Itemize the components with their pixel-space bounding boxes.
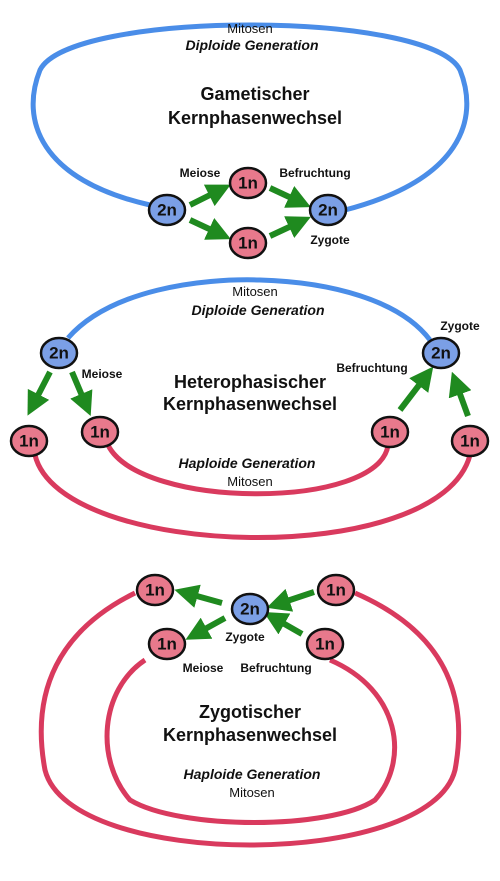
gametic-meiosis-arrow-down bbox=[188, 217, 231, 240]
svg-text:1n: 1n bbox=[380, 423, 400, 442]
zygotic-haploid-node-bottom-right: 1n bbox=[305, 627, 345, 661]
zygotic-fertilization-arrow-up bbox=[266, 588, 315, 612]
svg-text:2n: 2n bbox=[431, 344, 451, 363]
heterophasic-haploid-generation-label: Haploide Generation bbox=[179, 455, 316, 471]
svg-text:1n: 1n bbox=[145, 581, 165, 600]
svg-text:2n: 2n bbox=[318, 201, 338, 220]
svg-text:1n: 1n bbox=[460, 432, 480, 451]
heterophasic-title-line2: Kernphasenwechsel bbox=[163, 394, 337, 414]
heterophasic-outer-haploid-loop bbox=[32, 454, 473, 541]
gametic-haploid-node-top: 1n bbox=[228, 166, 268, 200]
gametic-title-line1: Gametischer bbox=[200, 84, 309, 104]
gametic-zygote-node: 2n bbox=[308, 193, 348, 227]
heterophasic-meiosis-arrow-right bbox=[69, 370, 93, 417]
heterophasic-haploid-node-outer-right: 1n bbox=[450, 424, 490, 458]
gametic-zygote-label: Zygote bbox=[310, 233, 350, 247]
zygotic-fertilization-label: Befruchtung bbox=[240, 661, 311, 675]
gametic-haploid-node-bottom: 1n bbox=[228, 226, 268, 260]
zygotic-meiosis-arrow-up bbox=[174, 584, 223, 608]
zygotic-title-line1: Zygotischer bbox=[199, 702, 301, 722]
heterophasic-haploid-node-inner-right: 1n bbox=[370, 415, 410, 449]
gametic-diploid-loop bbox=[30, 22, 470, 213]
zygotic-meiosis-label: Meiose bbox=[183, 661, 224, 675]
svg-text:1n: 1n bbox=[326, 581, 346, 600]
zygotic-inner-haploid-loop bbox=[104, 657, 397, 825]
svg-text:1n: 1n bbox=[315, 635, 335, 654]
zygotic-meiosis-arrow-down bbox=[185, 615, 227, 640]
heterophasic-haploid-mitosis-label: Mitosen bbox=[227, 474, 273, 489]
svg-text:1n: 1n bbox=[238, 234, 258, 253]
zygotic-haploid-node-top-left: 1n bbox=[135, 573, 175, 607]
heterophasic-diploid-node: 2n bbox=[39, 336, 79, 370]
heterophasic-meiosis-label: Meiose bbox=[82, 367, 123, 381]
zygotic-outer-haploid-loop bbox=[38, 590, 462, 848]
zygotic-haploid-node-bottom-left: 1n bbox=[147, 627, 187, 661]
zygotic-zygote-node: 2n bbox=[230, 592, 270, 626]
heterophasic-haploid-node-inner-left: 1n bbox=[80, 415, 120, 449]
heterophasic-diploid-generation-label: Diploide Generation bbox=[191, 302, 324, 318]
heterophasic-fertilization-arrow-left bbox=[397, 366, 434, 412]
heterophasic-fertilization-arrow-right bbox=[448, 371, 472, 418]
zygotic-fertilization-arrow-down bbox=[263, 612, 304, 637]
heterophasic-meiosis-arrow-left bbox=[27, 370, 53, 416]
zygotic-haploid-node-top-right: 1n bbox=[316, 573, 356, 607]
svg-text:1n: 1n bbox=[157, 635, 177, 654]
heterophasic-title-line1: Heterophasischer bbox=[174, 372, 326, 392]
gametic-meiosis-arrow-up bbox=[188, 184, 231, 208]
heterophasic-haploid-node-outer-left: 1n bbox=[9, 424, 49, 458]
heterophasic-diploid-mitosis-label: Mitosen bbox=[232, 284, 278, 299]
gametic-fertilization-arrow-down bbox=[268, 216, 311, 239]
heterophasic-inner-haploid-loop bbox=[105, 443, 391, 497]
gametic-title-line2: Kernphasenwechsel bbox=[168, 108, 342, 128]
heterophasic-zygote-label: Zygote bbox=[440, 319, 480, 333]
gametic-fertilization-label: Befruchtung bbox=[279, 166, 350, 180]
gametic-fertilization-arrow-up bbox=[268, 185, 311, 208]
svg-text:2n: 2n bbox=[49, 344, 69, 363]
svg-text:1n: 1n bbox=[90, 423, 110, 442]
heterophasic-fertilization-label: Befruchtung bbox=[336, 361, 407, 375]
gametic-generation-label: Diploide Generation bbox=[185, 37, 318, 53]
gametic-diploid-node: 2n bbox=[147, 193, 187, 227]
gametic-section: Mitosen Diploide Generation Gametischer … bbox=[30, 21, 470, 260]
svg-text:2n: 2n bbox=[240, 600, 260, 619]
zygotic-zygote-label: Zygote bbox=[225, 630, 265, 644]
heterophasic-diploid-loop bbox=[66, 277, 432, 342]
svg-text:2n: 2n bbox=[157, 201, 177, 220]
heterophasic-section: Mitosen Diploide Generation Zygote Meios… bbox=[9, 277, 490, 541]
gametic-meiosis-label: Meiose bbox=[180, 166, 221, 180]
svg-text:1n: 1n bbox=[238, 174, 258, 193]
zygotic-generation-label: Haploide Generation bbox=[184, 766, 321, 782]
svg-text:1n: 1n bbox=[19, 432, 39, 451]
zygotic-mitosis-label: Mitosen bbox=[229, 785, 275, 800]
gametic-mitosis-label: Mitosen bbox=[227, 21, 273, 36]
zygotic-section: Zygote Meiose Befruchtung Zygotischer Ke… bbox=[38, 573, 462, 848]
zygotic-title-line2: Kernphasenwechsel bbox=[163, 725, 337, 745]
heterophasic-zygote-node: 2n bbox=[421, 336, 461, 370]
